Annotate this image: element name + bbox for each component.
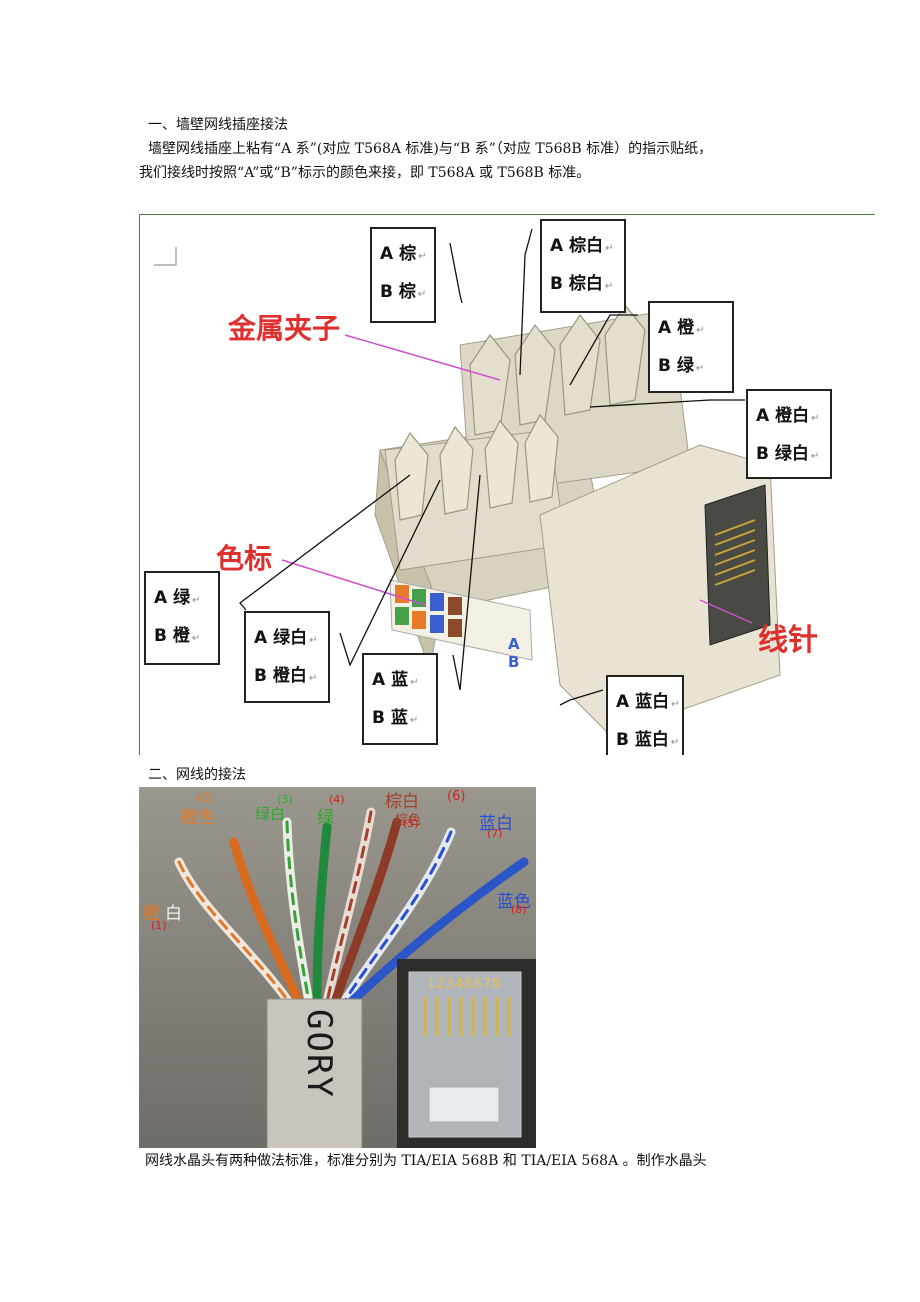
pin-label: 线针	[758, 623, 818, 658]
socket-opening	[704, 484, 771, 646]
wire-1-num: (1)	[151, 919, 167, 932]
metal-clip-pointer	[344, 334, 501, 381]
wire-5-num: (5)	[403, 817, 419, 830]
wire-7-label: 蓝白	[479, 814, 513, 834]
label-box-green: A 绿↵ B 橙↵	[144, 571, 220, 665]
metal-clip-label: 金属夹子	[228, 312, 341, 345]
rj45-plug	[408, 971, 522, 1138]
wire-7-num: (7)	[487, 827, 503, 840]
wire-2-label: 橙色	[181, 808, 215, 828]
paragraph-1-line-1: 墙壁网线插座上粘有“A 系”(对应 T568A 标准)与“B 系”（对应 T56…	[148, 141, 713, 157]
cable-wiring-drawing	[139, 787, 536, 1148]
sticker-a-label: A	[508, 635, 520, 653]
wire-3-num: (3)	[277, 793, 293, 806]
wire-4-label: 绿	[317, 808, 334, 828]
wire-brown	[330, 817, 402, 1007]
socket-pins	[714, 519, 756, 586]
leader-lines	[239, 228, 745, 706]
wire-2-num: (2)	[197, 791, 213, 804]
corner-mark-icon	[154, 247, 177, 266]
wire-8-num: (8)	[511, 903, 527, 916]
color-mark-pointer	[281, 559, 426, 606]
cable-print-text: GORY	[299, 1009, 339, 1099]
paragraph-1-line-2: 我们接线时按照“A”或“B”标示的颜色来接，即 T568A 或 T568B 标准…	[139, 165, 591, 181]
label-box-blue: A 蓝↵ B 蓝↵	[362, 653, 438, 745]
label-box-orange: A 橙↵ B 绿↵	[648, 301, 734, 393]
section-heading-2: 二、网线的接法	[148, 767, 246, 783]
wire-6-num: (6)	[447, 789, 466, 804]
wire-3-label: 绿白	[255, 805, 286, 823]
label-box-brown: A 棕↵ B 棕↵	[370, 227, 436, 323]
wire-4-num: (4)	[329, 793, 345, 806]
wire-1-label-a: 橙	[143, 904, 160, 924]
keystone-jack-drawing	[154, 228, 781, 736]
wire-5-top-label: 棕白	[385, 792, 419, 812]
front-metal-clips	[394, 413, 559, 521]
wire-8-label: 蓝色	[497, 892, 531, 912]
label-box-brown-white: A 棕白↵ B 棕白↵	[540, 219, 626, 313]
rear-metal-clips	[469, 303, 646, 436]
sticker-b-label: B	[508, 653, 520, 671]
cable-wiring-photo: GORY 12345678 橙 白 (1) (2) 橙色 (3) 绿白 (4) …	[139, 787, 536, 1148]
wires	[174, 807, 529, 1007]
cable-jacket	[266, 998, 363, 1148]
pin-pointer	[699, 599, 753, 624]
keystone-jack-figure: 金属夹子 色标 线针 A B A 棕↵ B 棕↵ A 棕白↵ B 棕白↵ A 橙…	[139, 214, 875, 755]
label-box-blue-white: A 蓝白↵ B 蓝白↵	[606, 675, 684, 755]
wire-1-label-b: 白	[165, 904, 182, 924]
wire-orange	[229, 837, 304, 1007]
wire-green	[312, 822, 332, 1007]
wire-5-label: 棕色	[395, 813, 422, 828]
paragraph-2: 网线水晶头有两种做法标准，标准分别为 TIA/EIA 568B 和 TIA/EI…	[145, 1153, 707, 1169]
color-mark-label: 色标	[216, 542, 273, 575]
label-box-orange-white: A 橙白↵ B 绿白↵	[746, 389, 832, 479]
section-heading-1: 一、墙壁网线插座接法	[148, 117, 288, 133]
color-code-sticker	[389, 579, 533, 661]
pin-numbers: 12345678	[427, 977, 502, 992]
label-box-green-white: A 绿白↵ B 橙白↵	[244, 611, 330, 703]
wire-blue	[346, 857, 529, 1007]
